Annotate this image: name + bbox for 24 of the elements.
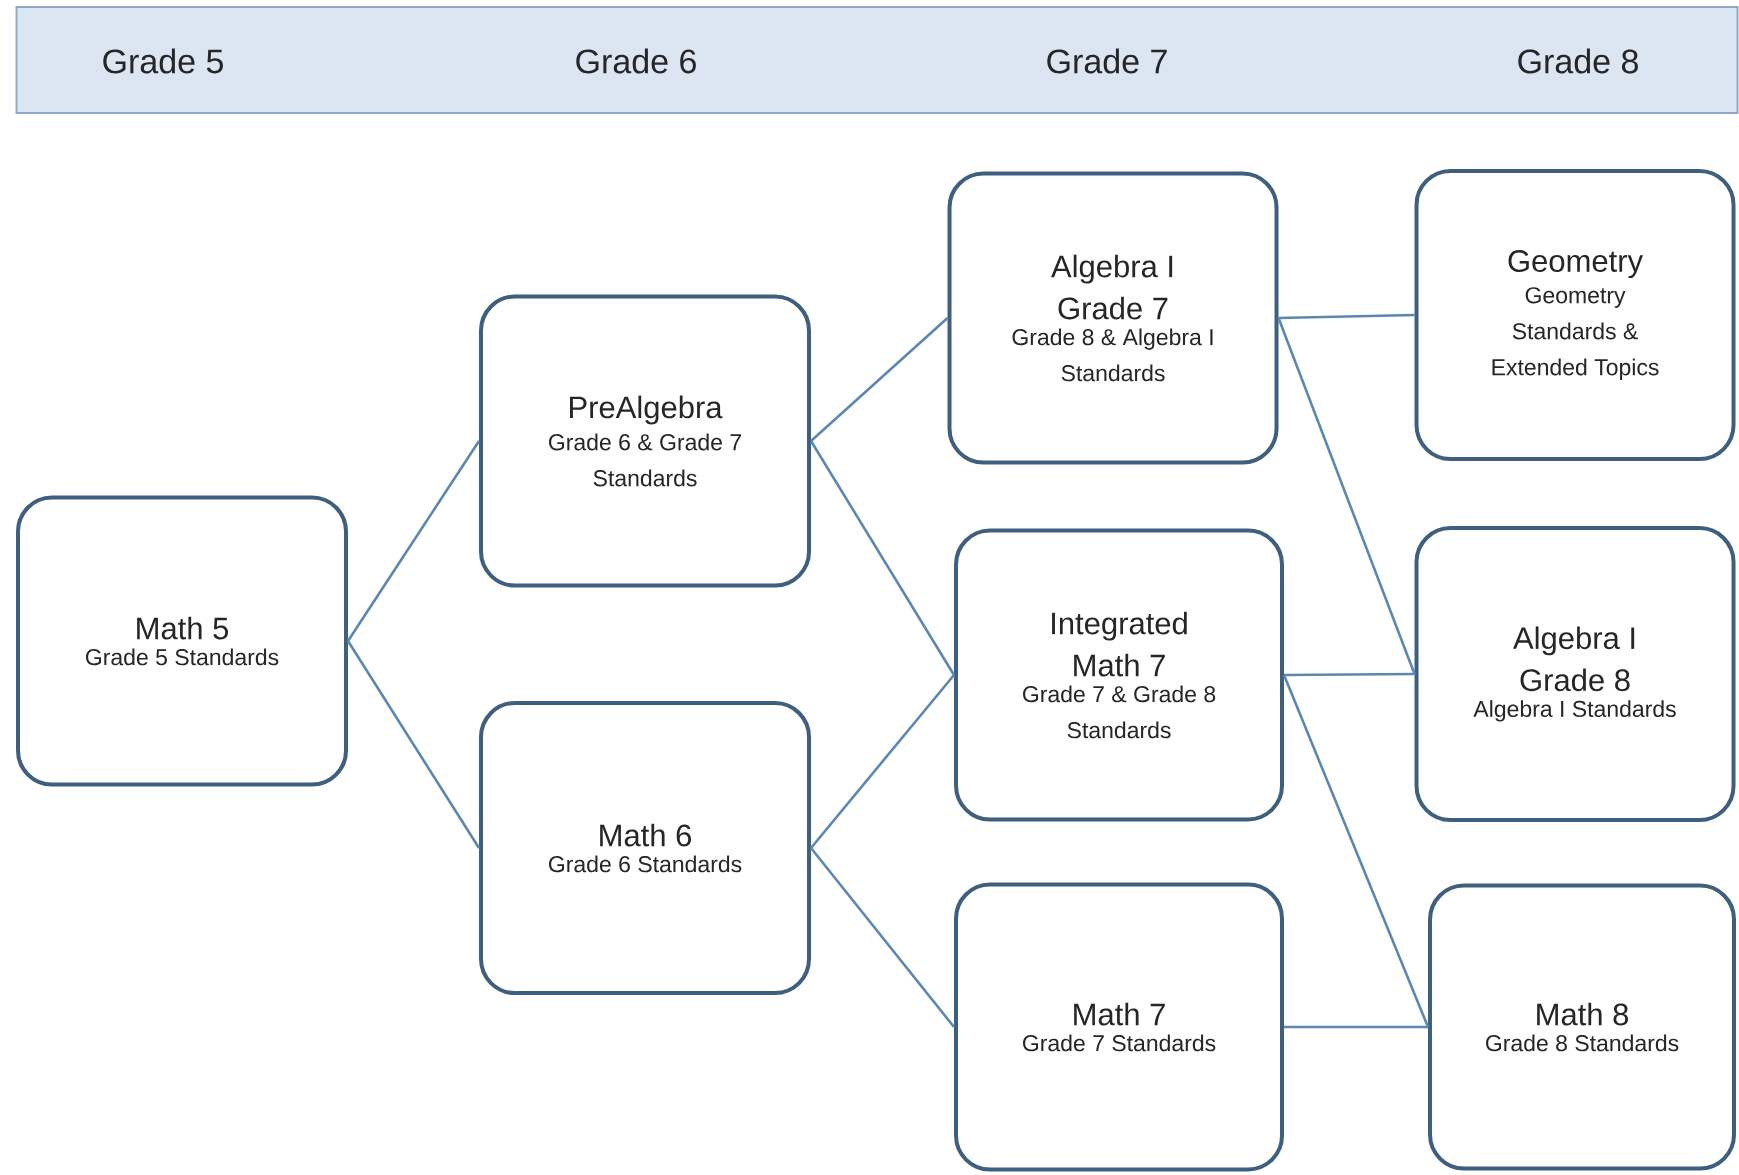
connector-line xyxy=(810,674,955,849)
course-box: Algebra I Grade 8 Algebra I Standards xyxy=(1414,526,1736,822)
column-heading: Grade 7 xyxy=(1047,48,1167,74)
connector-line xyxy=(1277,317,1416,675)
connector-line xyxy=(346,440,481,642)
connector-line xyxy=(346,640,481,849)
connector-line xyxy=(1282,674,1430,1028)
connector-line xyxy=(810,317,949,442)
connector-line xyxy=(1284,1025,1428,1029)
course-box: Math 8 Grade 8 Standards xyxy=(1428,883,1736,1171)
course-box: Geometry Geometry Standards & Extended Topics xyxy=(1414,169,1736,461)
course-box: PreAlgebra Grade 6 & Grade 7 Standards xyxy=(479,294,811,588)
connector-line xyxy=(809,440,956,676)
connector-line xyxy=(810,847,956,1028)
column-heading: Grade 6 xyxy=(576,48,696,74)
course-box: Math 7 Grade 7 Standards xyxy=(954,882,1284,1172)
connector-line xyxy=(1284,672,1415,677)
course-box: Math 5 Grade 5 Standards xyxy=(16,495,348,787)
connector-line xyxy=(1278,313,1415,320)
column-heading: Grade 8 xyxy=(1518,48,1638,74)
course-box: Algebra I Grade 7 Grade 8 & Algebra I Standards xyxy=(947,171,1279,465)
course-box: Math 6 Grade 6 Standards xyxy=(479,701,811,995)
course-box: Integrated Math 7 Grade 7 & Grade 8 Standards xyxy=(954,528,1284,822)
column-heading: Grade 5 xyxy=(103,48,223,74)
